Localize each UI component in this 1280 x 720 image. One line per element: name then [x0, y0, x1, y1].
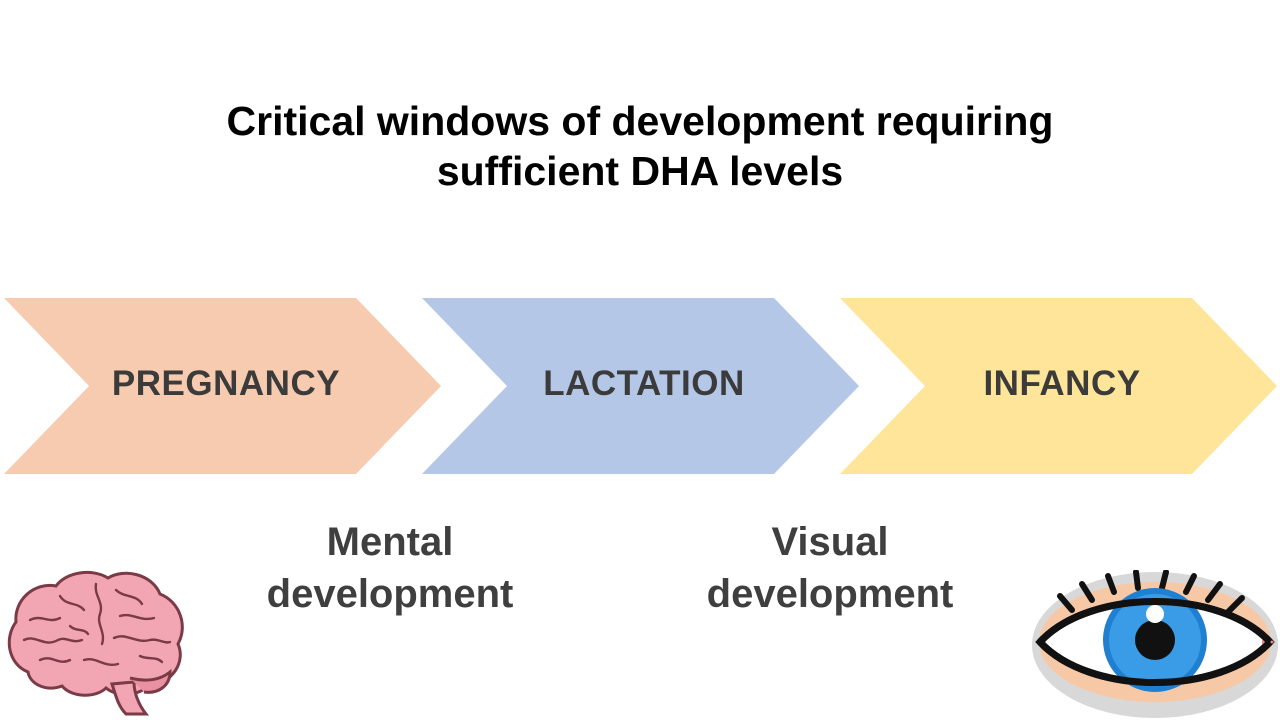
stage-label-pregnancy: PREGNANCY	[111, 364, 341, 403]
chevron-lactation	[422, 298, 859, 474]
caption-mental-line-2: development	[266, 572, 514, 616]
stage-label-lactation: LACTATION	[543, 364, 745, 403]
chevron-infancy	[840, 298, 1277, 474]
chevron-pregnancy	[4, 298, 441, 474]
title-line-1: Critical windows of development requirin…	[226, 98, 1054, 144]
brain-icon	[7, 570, 184, 716]
caption-visual-line-1: Visual	[771, 520, 889, 564]
caption-visual-development: Visual development	[680, 516, 980, 620]
caption-visual-line-2: development	[706, 572, 954, 616]
eye-icon	[1032, 570, 1278, 718]
page-title: Critical windows of development requirin…	[0, 96, 1280, 196]
caption-mental-line-1: Mental	[326, 520, 454, 564]
title-line-2: sufficient DHA levels	[436, 148, 844, 194]
stage-label-infancy: INFANCY	[983, 364, 1141, 403]
caption-mental-development: Mental development	[240, 516, 540, 620]
